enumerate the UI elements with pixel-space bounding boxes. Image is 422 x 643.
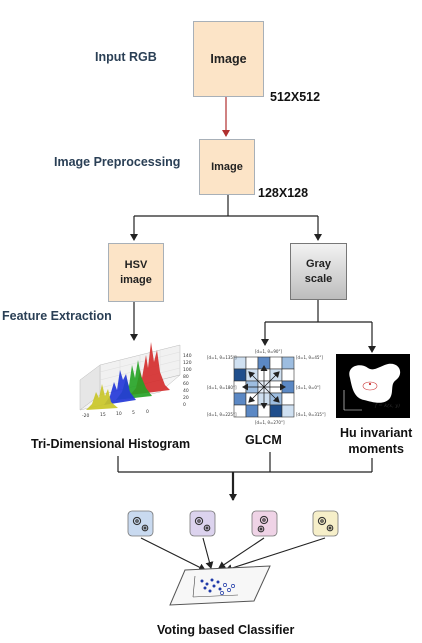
stage-label-feature-extraction: Feature Extraction: [2, 309, 112, 323]
hsv-label-line1: HSV: [124, 258, 148, 271]
glcm-label: [d=1, θ=135°]: [207, 355, 237, 360]
glcm-label: [d=1, θ=225°]: [207, 412, 237, 417]
z-tick-label: 20: [183, 395, 189, 401]
glcm-label: [d=1, θ=45°]: [296, 355, 323, 360]
classifier-3: [251, 510, 278, 537]
glcm-label: [d=1, θ=315°]: [296, 412, 326, 417]
x-tick-label: -20: [82, 413, 89, 419]
histogram-3d-plot: 140 120 100 80 60 40 20 0 -20 15 10 5 0: [79, 342, 192, 419]
gears-icon: [257, 515, 269, 533]
classifier-2: [189, 510, 216, 537]
glcm-label: [d=1, θ=180°]: [207, 385, 237, 390]
preprocessed-image-box: Image: [199, 139, 255, 195]
gears-icon: [194, 516, 211, 532]
hu-moments-image: f = k(x, y): [336, 354, 410, 418]
preprocessed-image-label: Image: [211, 160, 243, 173]
classifier-icons: [127, 510, 339, 606]
hu-caption-line1: Hu invariant: [340, 426, 413, 440]
glcm-caption: GLCM: [245, 433, 282, 447]
input-size-label: 512X512: [270, 90, 321, 104]
merge-connector: [117, 452, 373, 501]
hu-caption: Hu invariant moments: [340, 425, 412, 458]
z-tick-label: 0: [183, 402, 186, 408]
gears-icon: [317, 516, 334, 532]
classifier-1: [127, 510, 154, 537]
z-tick-label: 100: [183, 367, 192, 373]
z-tick-label: 120: [183, 360, 192, 366]
histogram-caption: Tri-Dimensional Histogram: [31, 437, 191, 451]
z-tick-label: 140: [183, 353, 192, 359]
stage-label-preprocessing: Image Preprocessing: [54, 155, 181, 169]
classifier-caption: Voting based Classifier: [157, 623, 295, 637]
hsv-image-box: HSV image: [108, 243, 164, 302]
glcm-label: [d=1, θ=0°]: [296, 385, 321, 390]
hist-series-blue: [104, 370, 136, 405]
stage-label-input: Input RGB: [95, 50, 157, 64]
hsv-label-line2: image: [120, 273, 152, 286]
hu-caption-line2: moments: [348, 442, 404, 457]
gray-label-line2: scale: [304, 272, 333, 285]
input-image-label: Image: [210, 51, 247, 66]
z-tick-label: 60: [183, 381, 189, 387]
preprocessed-size-label: 128X128: [258, 186, 309, 200]
hu-image-label: f = k(x, y): [374, 402, 400, 409]
gray-connector: [261, 300, 376, 353]
gears-icon: [132, 516, 149, 532]
glcm-label: [d=1, θ=90°]: [255, 349, 282, 354]
x-tick-label: 15: [100, 412, 106, 418]
hist-series-yellow: [86, 384, 118, 410]
gray-label-line1: Gray: [305, 257, 332, 270]
x-tick-label: 10: [116, 411, 122, 417]
glcm-label: [d=1, θ=270°]: [255, 420, 285, 425]
x-tick-label: 5: [132, 410, 135, 416]
classifier-4: [312, 510, 339, 537]
grayscale-box: Gray scale: [290, 243, 347, 300]
glcm-grid: [d=1, θ=90°] [d=1, θ=135°] [d=1, θ=45°] …: [207, 349, 326, 425]
scatter-plot-icon: [169, 565, 271, 606]
z-tick-label: 40: [183, 388, 189, 394]
input-image-box: Image: [193, 21, 264, 97]
x-tick-label: 0: [146, 409, 149, 415]
split-connector: [130, 195, 322, 241]
z-tick-label: 80: [183, 374, 189, 380]
